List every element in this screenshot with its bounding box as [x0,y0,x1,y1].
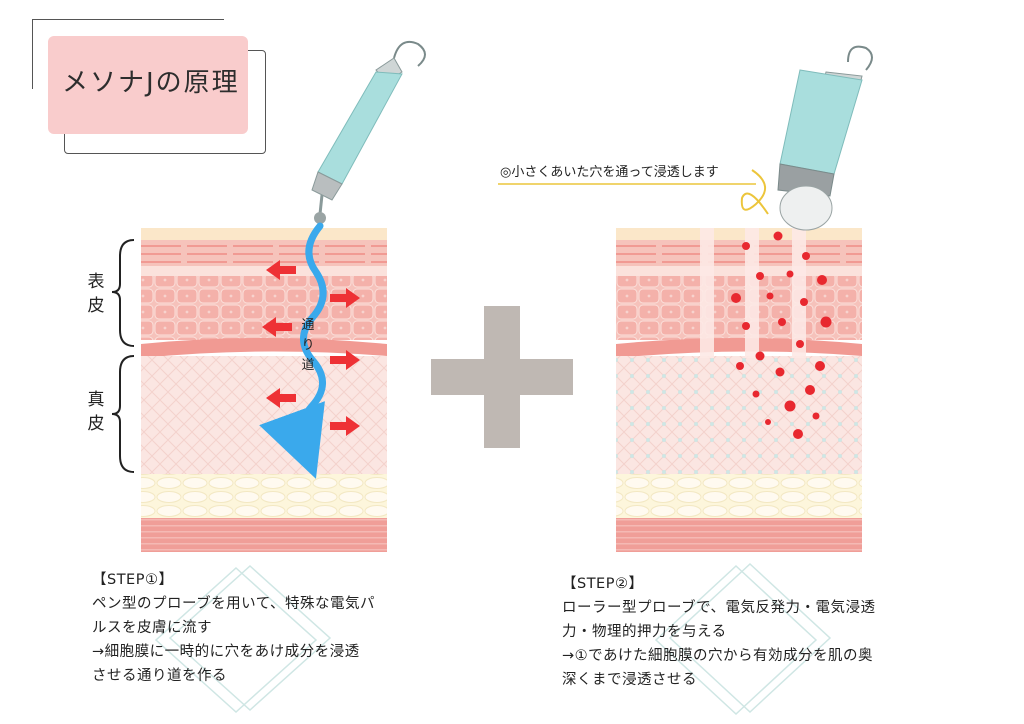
step2-description: 【STEP②】 ローラー型プローブで、電気反発力・電気浸透 力・物理的押力を与え… [562,572,876,692]
label-char: 道 [301,358,315,373]
label-epidermis: 表 皮 [86,270,106,318]
step2-line: ローラー型プローブで、電気反発力・電気浸透 [562,600,876,616]
callout-line [740,169,769,215]
step2-line: 力・物理的押力を与える [562,624,727,640]
diamond-decoration [154,562,832,716]
label-char: 皮 [87,296,105,316]
step2-line: →①であけた細胞膜の穴から有効成分を肌の奥 [562,648,874,664]
step1-line: させる通り道を作る [92,668,227,684]
callout-text: ◎小さくあいた穴を通って浸透します [500,165,719,180]
roller-probe-icon [777,45,873,231]
step2-line: 深くまで浸透させる [562,672,697,688]
step1-line: →細胞膜に一時的に穴をあけ成分を浸透 [92,644,360,660]
bracket-epidermis [111,239,135,347]
plus-icon [431,306,573,448]
step1-description: 【STEP①】 ペン型のプローブを用いて、特殊な電気パ ルスを皮膚に流す →細胞… [92,568,375,688]
label-char: 表 [87,272,105,292]
label-dermis: 真 皮 [86,388,106,436]
pen-probe-icon [311,40,426,224]
page-title: メソナJの原理 [62,68,240,98]
label-char: 通 [301,318,315,333]
active-ingredient-dots [731,231,832,439]
step2-heading: 【STEP②】 [562,576,644,592]
frame-line [32,19,224,20]
label-char: 真 [87,390,105,410]
bracket-dermis [111,355,135,473]
skin-cross-section-left [141,228,387,552]
channel-arrow [259,222,327,479]
pore [792,228,806,358]
title-box [48,36,248,134]
label-char: 皮 [87,414,105,434]
step1-heading: 【STEP①】 [92,572,174,588]
label-channel: 通 り 道 [300,316,316,376]
pore [700,228,714,358]
label-char: り [301,338,315,353]
step1-line: ペン型のプローブを用いて、特殊な電気パ [92,596,375,612]
skin-cross-section-right [616,228,862,552]
red-arrows [262,260,360,436]
frame-line [32,19,33,89]
step1-line: ルスを皮膚に流す [92,620,212,636]
